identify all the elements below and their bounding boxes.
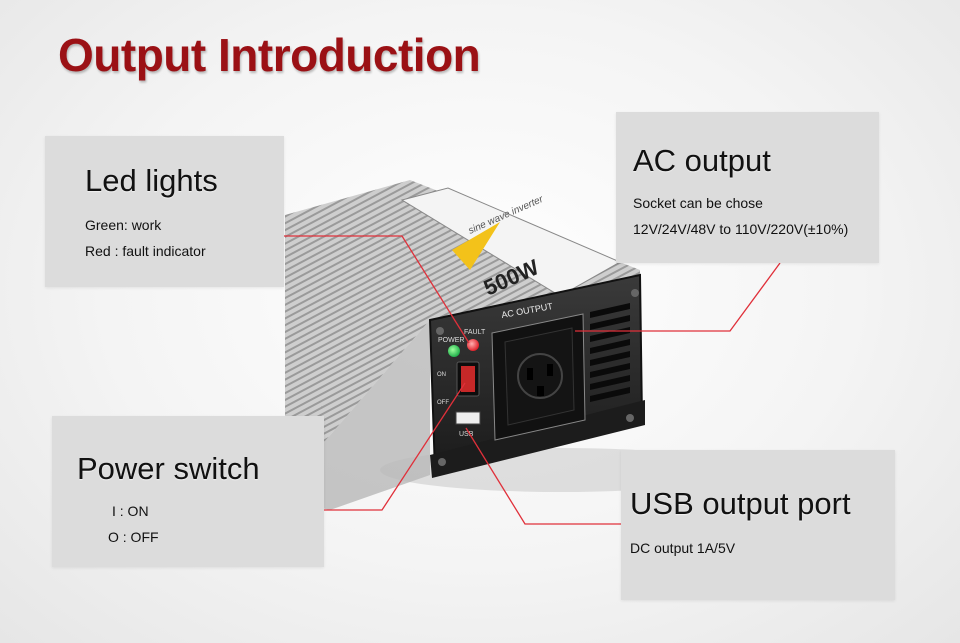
led-red-text: Red : fault indicator — [85, 243, 206, 259]
callout-lines — [284, 235, 781, 525]
usb-label: USB — [459, 431, 474, 438]
callout-usb — [465, 427, 621, 525]
screw — [438, 458, 446, 466]
led-lights-heading: Led lights — [85, 163, 218, 198]
ac-socket-pin — [527, 368, 533, 380]
power-on-text: I : ON — [112, 503, 149, 519]
screw — [436, 327, 444, 335]
device-label-accent — [452, 222, 500, 270]
usb-output-card: USB output port DC output 1A/5V — [621, 450, 895, 600]
callout-power — [324, 382, 466, 511]
ac-socket-text: Socket can be chose — [633, 195, 763, 211]
led-lights-card: Led lights Green: work Red : fault indic… — [45, 136, 284, 287]
power-off-text: O : OFF — [108, 529, 159, 545]
switch-off-label: OFF — [437, 400, 449, 406]
callout-led — [284, 235, 470, 344]
usb-output-heading: USB output port — [630, 486, 851, 521]
usb-dc-text: DC output 1A/5V — [630, 540, 736, 556]
ac-output-heading: AC output — [633, 143, 771, 178]
ac-socket — [504, 327, 575, 426]
switch-on-label: ON — [437, 372, 446, 378]
fault-led-label: FAULT — [464, 329, 486, 336]
green-led — [448, 345, 460, 357]
ac-voltage-text: 12V/24V/48V to 110V/220V(±10%) — [633, 221, 849, 237]
power-switch-heading: Power switch — [77, 451, 260, 486]
ac-output-card: AC output Socket can be chose 12V/24V/48… — [616, 112, 879, 263]
page-title: Output Introduction — [58, 29, 481, 81]
ac-socket-pin — [547, 364, 553, 376]
callout-ac — [575, 262, 781, 332]
ac-socket-pin — [537, 386, 544, 396]
power-switch-rocker — [461, 366, 475, 392]
usb-port — [455, 411, 481, 425]
device-bracket — [430, 400, 645, 478]
red-led — [467, 339, 479, 351]
power-led-label: POWER — [438, 337, 464, 344]
led-green-text: Green: work — [85, 217, 162, 233]
power-switch-card: Power switch I : ON O : OFF — [52, 416, 324, 567]
screw — [626, 414, 634, 422]
screw — [631, 289, 639, 297]
ac-socket-hole — [517, 353, 563, 399]
